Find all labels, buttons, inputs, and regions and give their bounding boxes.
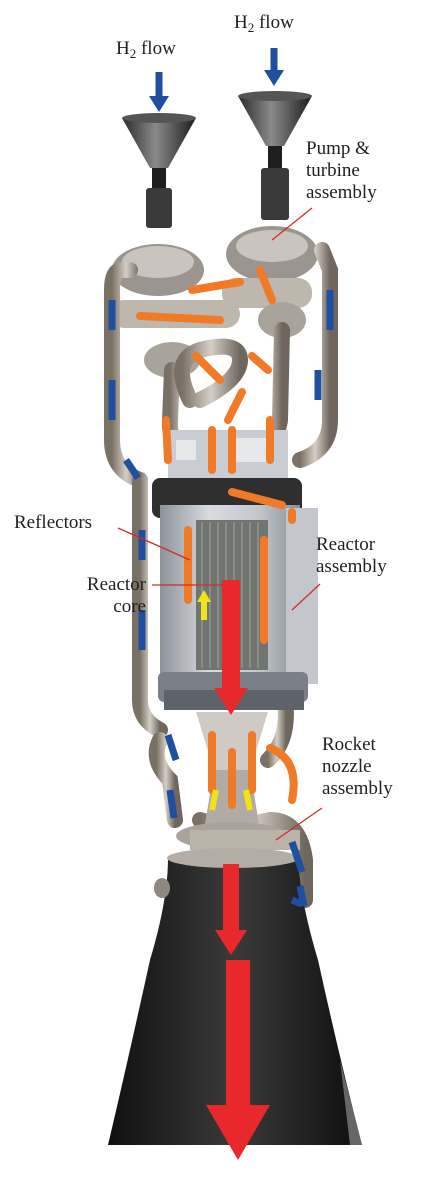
reactor-assembly-label: Reactor assembly [316,534,387,577]
hotter-flow-arrows [197,590,253,811]
h2-flow-label-right: H2 flow [234,12,294,35]
hot-flow-arrows [136,266,298,809]
rocket-nozzle-label: Rocket nozzle assembly [322,734,393,799]
left-funnel [122,113,196,228]
cold-flow-arrows [108,48,334,908]
right-funnel [238,91,312,220]
leader-lines [117,207,323,841]
exhaust-arrows [206,580,270,1160]
reflectors-label: Reflectors [14,512,93,533]
reactor-core-label: Reactor core [86,574,146,617]
h2-flow-label-left: H2 flow [116,38,176,61]
pump-turbine-label: Pump & turbine assembly [306,138,377,203]
